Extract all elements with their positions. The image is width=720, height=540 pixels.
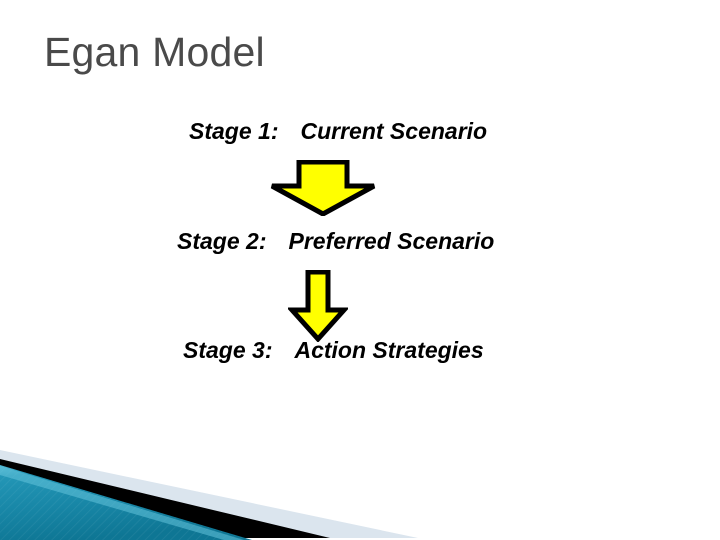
page-title: Egan Model (44, 29, 265, 75)
pale-wedge (0, 450, 418, 538)
teal-triangle (0, 465, 252, 540)
down-arrow-icon-2 (288, 270, 348, 342)
stage-3-label: Stage 3: (183, 337, 273, 363)
teal-highlight (0, 466, 244, 540)
stage-line-2: Stage 2: Preferred Scenario (177, 228, 495, 254)
black-stripe (0, 459, 330, 538)
stage-1-text: Current Scenario (300, 118, 488, 144)
stage-line-1: Stage 1: Current Scenario (189, 118, 488, 144)
stage-1-label: Stage 1: (189, 118, 279, 144)
stage-3-text: Action Strategies (294, 337, 484, 363)
corner-banner-decoration (0, 430, 720, 540)
stage-2-text: Preferred Scenario (288, 228, 495, 254)
stage-line-3: Stage 3: Action Strategies (183, 337, 484, 363)
stage-2-label: Stage 2: (177, 228, 267, 254)
down-arrow-icon-1 (268, 160, 378, 216)
